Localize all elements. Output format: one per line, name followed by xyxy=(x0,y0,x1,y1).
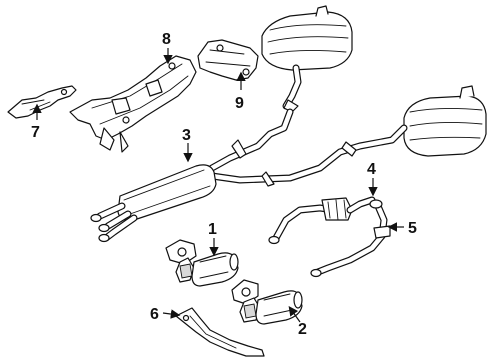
resonator-part-3 xyxy=(90,164,217,243)
crossmember-part-8 xyxy=(69,55,197,153)
intermediate-pipes xyxy=(208,108,408,187)
callout-6: 6 xyxy=(150,306,159,323)
catalytic-converter-part-1 xyxy=(165,239,239,287)
callout-9: 9 xyxy=(235,95,244,112)
heat-shield-bracket-part-7 xyxy=(7,85,77,119)
crossover-pipe-part-4 xyxy=(268,196,376,245)
callout-2: 2 xyxy=(298,321,307,338)
callout-1: 1 xyxy=(208,221,217,238)
callout-4: 4 xyxy=(367,161,376,178)
rear-muffler-left xyxy=(261,5,353,113)
callout-5: 5 xyxy=(408,220,417,237)
rear-muffler-right xyxy=(403,85,487,157)
callout-8: 8 xyxy=(162,31,171,48)
catalytic-converter-part-2 xyxy=(231,279,303,325)
hanger-bracket-part-9 xyxy=(197,39,259,81)
heat-shield-part-6 xyxy=(175,307,265,357)
callout-7: 7 xyxy=(31,124,40,141)
callout-3: 3 xyxy=(182,127,191,144)
tail-pipe-part-5 xyxy=(310,199,391,278)
leader-lines xyxy=(32,48,404,323)
